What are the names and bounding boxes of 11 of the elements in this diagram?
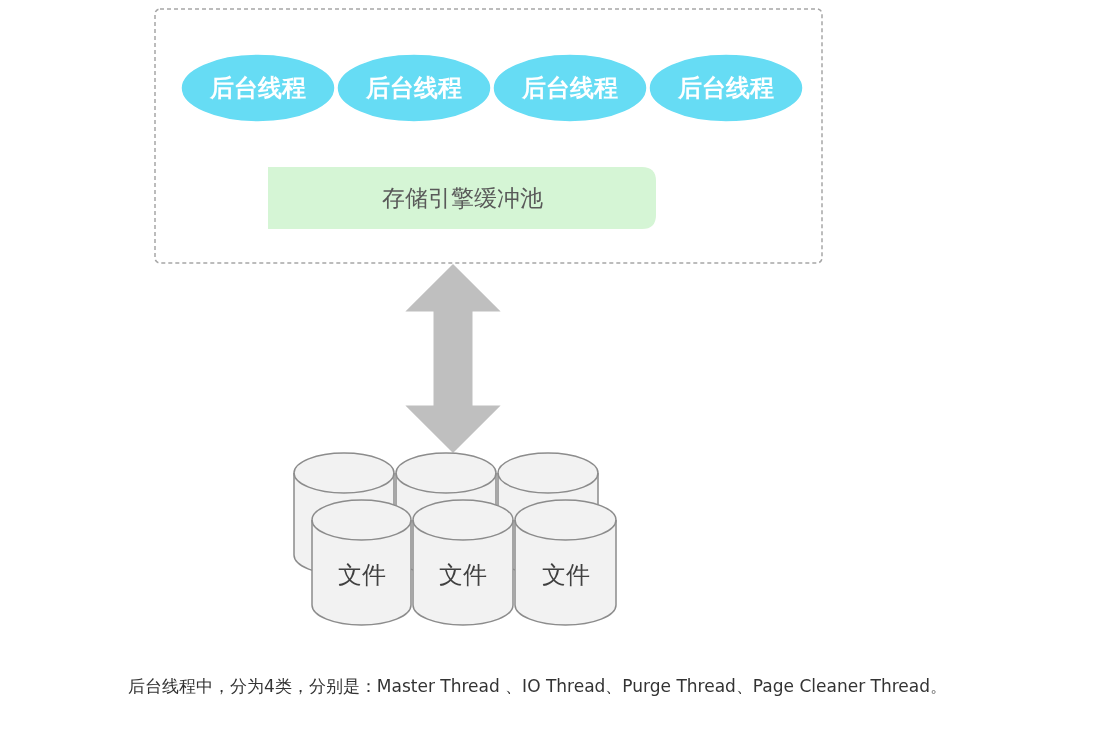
double-arrow	[405, 263, 501, 454]
file-cylinder: 文件	[311, 500, 412, 625]
file-cylinder: 文件	[514, 500, 617, 625]
thread-ellipse: 后台线程	[336, 53, 492, 123]
thread-ellipse: 后台线程	[492, 53, 648, 123]
thread-ellipse: 后台线程	[648, 53, 804, 123]
description-text: 后台线程中，分为4类，分别是：Master Thread 、IO Thread、Purge Thread、Page Cleaner Thread。	[128, 675, 948, 698]
buffer-pool-box: 存储引擎缓冲池	[268, 167, 656, 229]
dashed-frame	[154, 8, 823, 264]
file-cylinder: 文件	[412, 500, 514, 625]
thread-ellipse: 后台线程	[180, 53, 336, 123]
